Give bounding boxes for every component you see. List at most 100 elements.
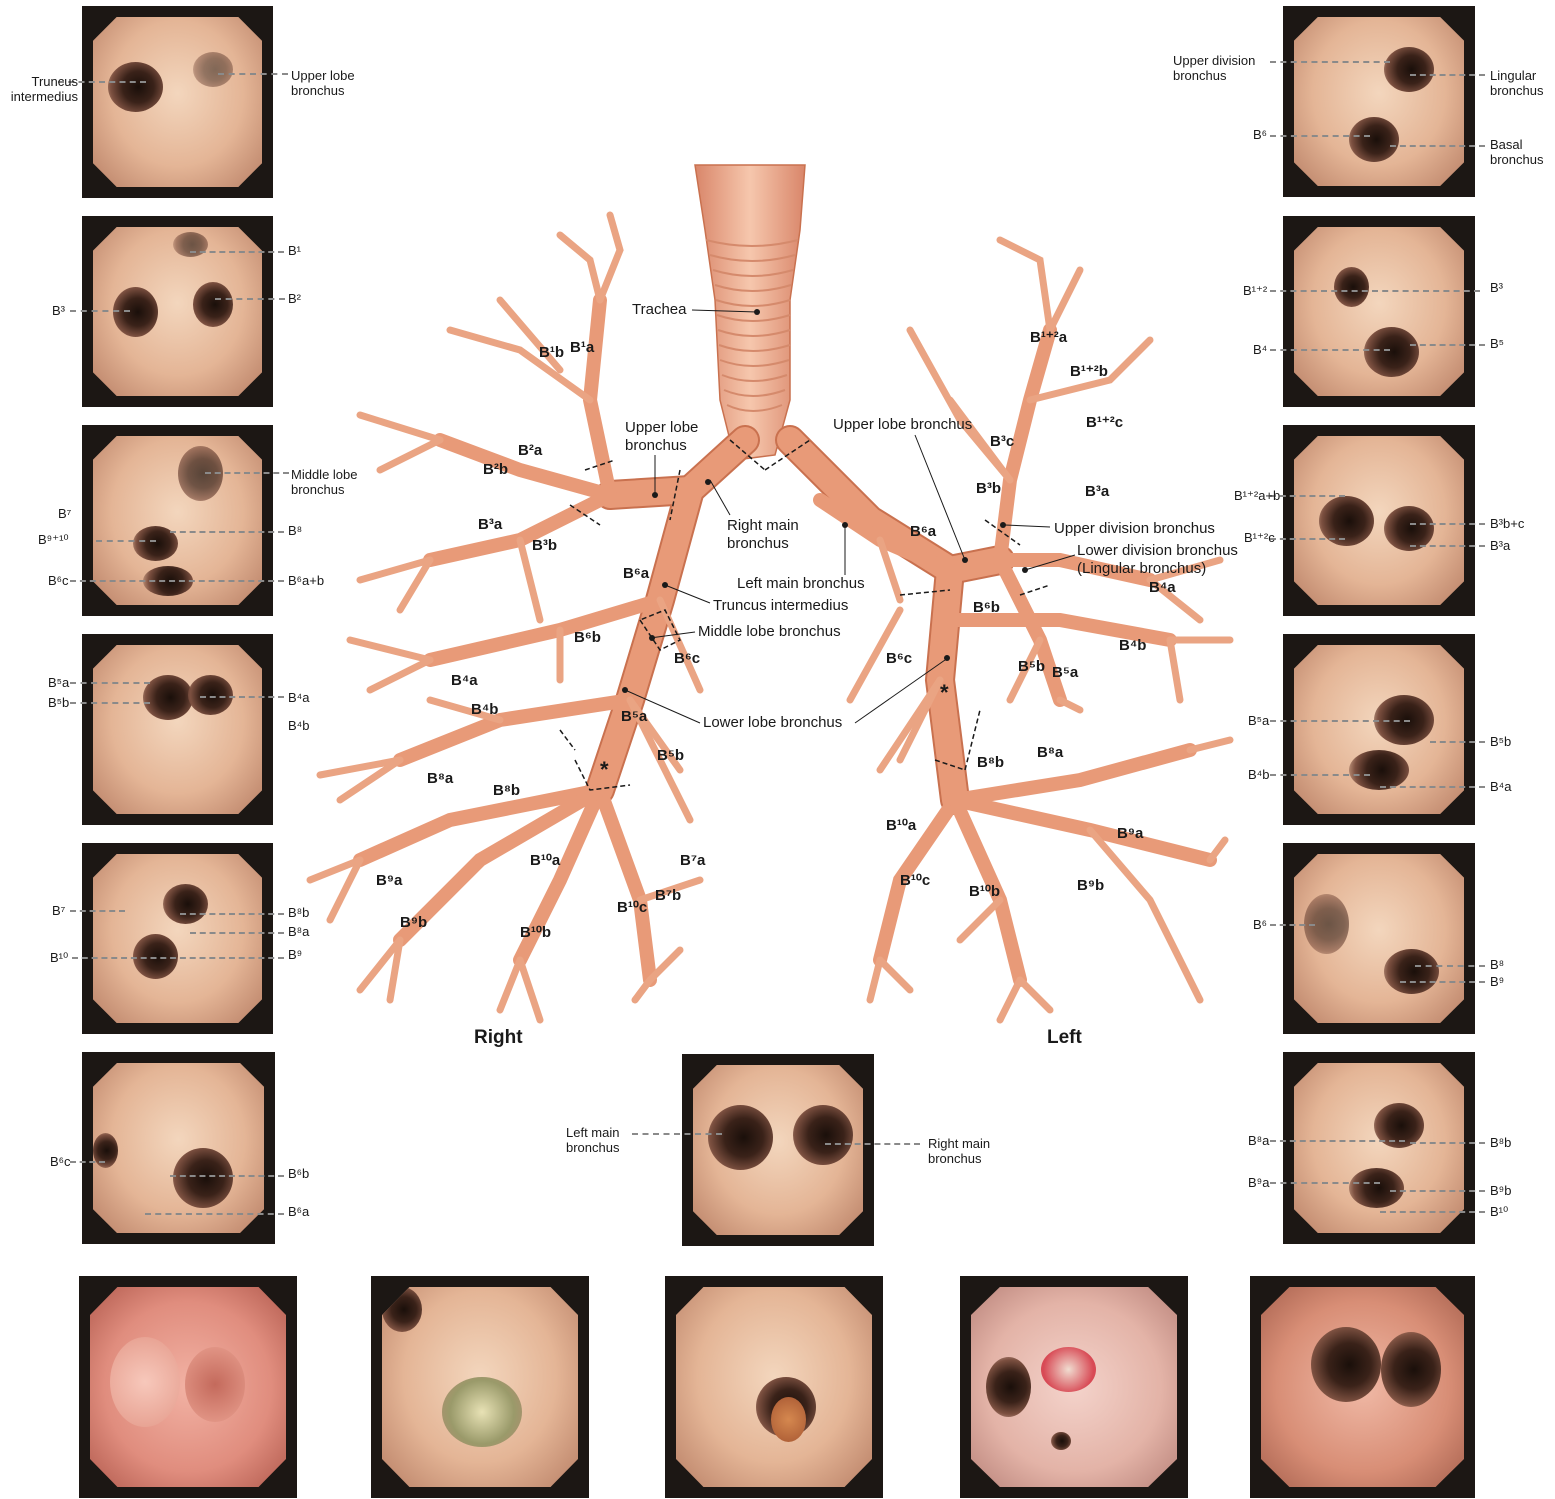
upper-division-bronchus-label: Upper division bronchus bbox=[1054, 521, 1215, 536]
leader-line bbox=[1410, 523, 1485, 525]
endoscopy-photo-left-b6-basal bbox=[1283, 843, 1475, 1034]
endoscopic-view bbox=[1294, 436, 1464, 605]
photo-label: B² bbox=[288, 291, 301, 306]
segment-label: B³b bbox=[976, 481, 1001, 496]
left-side-title: Left bbox=[1047, 1027, 1082, 1049]
endoscopy-photo-bottom-3 bbox=[665, 1276, 883, 1498]
endoscopy-photo-carina bbox=[682, 1054, 874, 1246]
truncus-intermedius-label: Truncus intermedius bbox=[713, 598, 848, 613]
endoscopic-view bbox=[693, 1065, 863, 1235]
segment-label: B³c bbox=[990, 434, 1014, 449]
photo-label: B⁹⁺¹⁰ bbox=[38, 532, 69, 547]
segment-label: B⁵b bbox=[657, 748, 684, 763]
segment-label: B⁶a bbox=[623, 566, 649, 581]
segment-label: B⁸a bbox=[427, 771, 453, 786]
endoscopic-view bbox=[1294, 645, 1464, 814]
photo-label: B⁹ bbox=[1490, 974, 1504, 989]
segment-label: B⁶c bbox=[674, 651, 700, 666]
photo-label: B⁸a bbox=[1248, 1133, 1269, 1148]
photo-label: B¹⁰ bbox=[50, 950, 68, 965]
endoscopy-photo-left-b12-b3 bbox=[1283, 425, 1475, 616]
segment-label: B¹⁺²a bbox=[1030, 330, 1067, 345]
leader-line bbox=[1270, 924, 1315, 926]
photo-label: B³a bbox=[1490, 538, 1510, 553]
photo-label: Right main bronchus bbox=[928, 1136, 990, 1166]
photo-label: Lingular bronchus bbox=[1490, 68, 1543, 98]
photo-label: B⁷ bbox=[52, 903, 65, 918]
segment-label: B⁸b bbox=[977, 755, 1004, 770]
photo-label: B⁵b bbox=[48, 695, 69, 710]
photo-label: Upper lobe bronchus bbox=[291, 68, 355, 98]
photo-label: B¹⁺²a+b bbox=[1234, 488, 1280, 503]
leader-line bbox=[70, 1161, 105, 1163]
endoscopic-view bbox=[90, 1287, 286, 1487]
endoscopic-view bbox=[1294, 227, 1464, 396]
endoscopic-view bbox=[93, 17, 262, 187]
leader-line bbox=[632, 1133, 722, 1135]
endoscopy-photo-bottom-1 bbox=[79, 1276, 297, 1498]
photo-label: B¹ bbox=[288, 243, 301, 258]
leader-line bbox=[1270, 349, 1390, 351]
segment-label: B⁶b bbox=[973, 600, 1000, 615]
leader-line bbox=[70, 310, 130, 312]
leader-line bbox=[1400, 981, 1485, 983]
segment-label: B¹⁰b bbox=[520, 925, 551, 940]
endoscopy-photo-right-b4-b5 bbox=[82, 634, 273, 825]
leader-line bbox=[1270, 1182, 1380, 1184]
segment-label: B¹⁰b bbox=[969, 884, 1000, 899]
photo-label: Upper division bronchus bbox=[1173, 53, 1255, 83]
segment-label: B⁹a bbox=[1117, 826, 1143, 841]
leader-line bbox=[96, 540, 156, 542]
endoscopic-view bbox=[93, 645, 262, 814]
leader-line bbox=[1270, 1140, 1405, 1142]
photo-label: B⁵b bbox=[1490, 734, 1511, 749]
left-main-bronchus-label: Left main bronchus bbox=[737, 576, 865, 591]
leader-line bbox=[170, 1175, 284, 1177]
segment-label: B⁸a bbox=[1037, 745, 1063, 760]
photo-label: B⁶c bbox=[50, 1154, 71, 1169]
endoscopic-view bbox=[93, 854, 262, 1023]
photo-label: Middle lobe bronchus bbox=[291, 467, 358, 497]
segment-label: * bbox=[600, 762, 609, 777]
endoscopic-view bbox=[971, 1287, 1177, 1487]
photo-label: B⁹a bbox=[1248, 1175, 1269, 1190]
left-bronchial-tree bbox=[790, 240, 1230, 1020]
segment-label: B⁵b bbox=[1018, 659, 1045, 674]
photo-label: B⁷ bbox=[58, 506, 71, 521]
photo-label: B⁸ bbox=[288, 523, 302, 538]
endoscopy-photo-bottom-4 bbox=[960, 1276, 1188, 1498]
photo-label: B⁵a bbox=[48, 675, 69, 690]
segment-label: B²b bbox=[483, 462, 508, 477]
endoscopy-photo-right-basal bbox=[82, 843, 273, 1034]
segment-label: * bbox=[940, 685, 949, 700]
segment-label: B⁹b bbox=[400, 915, 427, 930]
leader-line bbox=[200, 696, 284, 698]
endoscopic-view bbox=[1261, 1287, 1464, 1487]
left-upper-lobe-bronchus-label: Upper lobe bronchus bbox=[833, 417, 972, 432]
segment-label: B⁷b bbox=[655, 888, 681, 903]
leader-line bbox=[1390, 145, 1485, 147]
leader-line bbox=[215, 298, 285, 300]
segment-label: B⁵a bbox=[1052, 665, 1078, 680]
leader-line bbox=[170, 531, 284, 533]
segment-label: B²a bbox=[518, 443, 542, 458]
endoscopy-photo-right-b6 bbox=[82, 1052, 275, 1244]
segment-label: B⁵a bbox=[621, 709, 647, 724]
photo-label: B¹⁰ bbox=[1490, 1204, 1508, 1219]
segment-label: B⁸b bbox=[493, 783, 520, 798]
photo-label: B⁴b bbox=[288, 718, 310, 733]
leader-line bbox=[1380, 1211, 1485, 1213]
leader-line bbox=[825, 1143, 920, 1145]
leader-line bbox=[145, 1213, 284, 1215]
leader-line bbox=[1415, 965, 1485, 967]
segment-label: B³a bbox=[478, 517, 502, 532]
segment-label: B¹b bbox=[539, 345, 564, 360]
segment-label: B¹⁰a bbox=[886, 818, 916, 833]
leader-line bbox=[1410, 545, 1485, 547]
photo-label: B⁶c bbox=[48, 573, 69, 588]
photo-label: B⁸b bbox=[1490, 1135, 1511, 1150]
photo-label: B⁴ bbox=[1253, 342, 1267, 357]
endoscopic-view bbox=[382, 1287, 578, 1487]
leader-line bbox=[70, 682, 150, 684]
photo-label: B³ bbox=[1490, 280, 1503, 295]
